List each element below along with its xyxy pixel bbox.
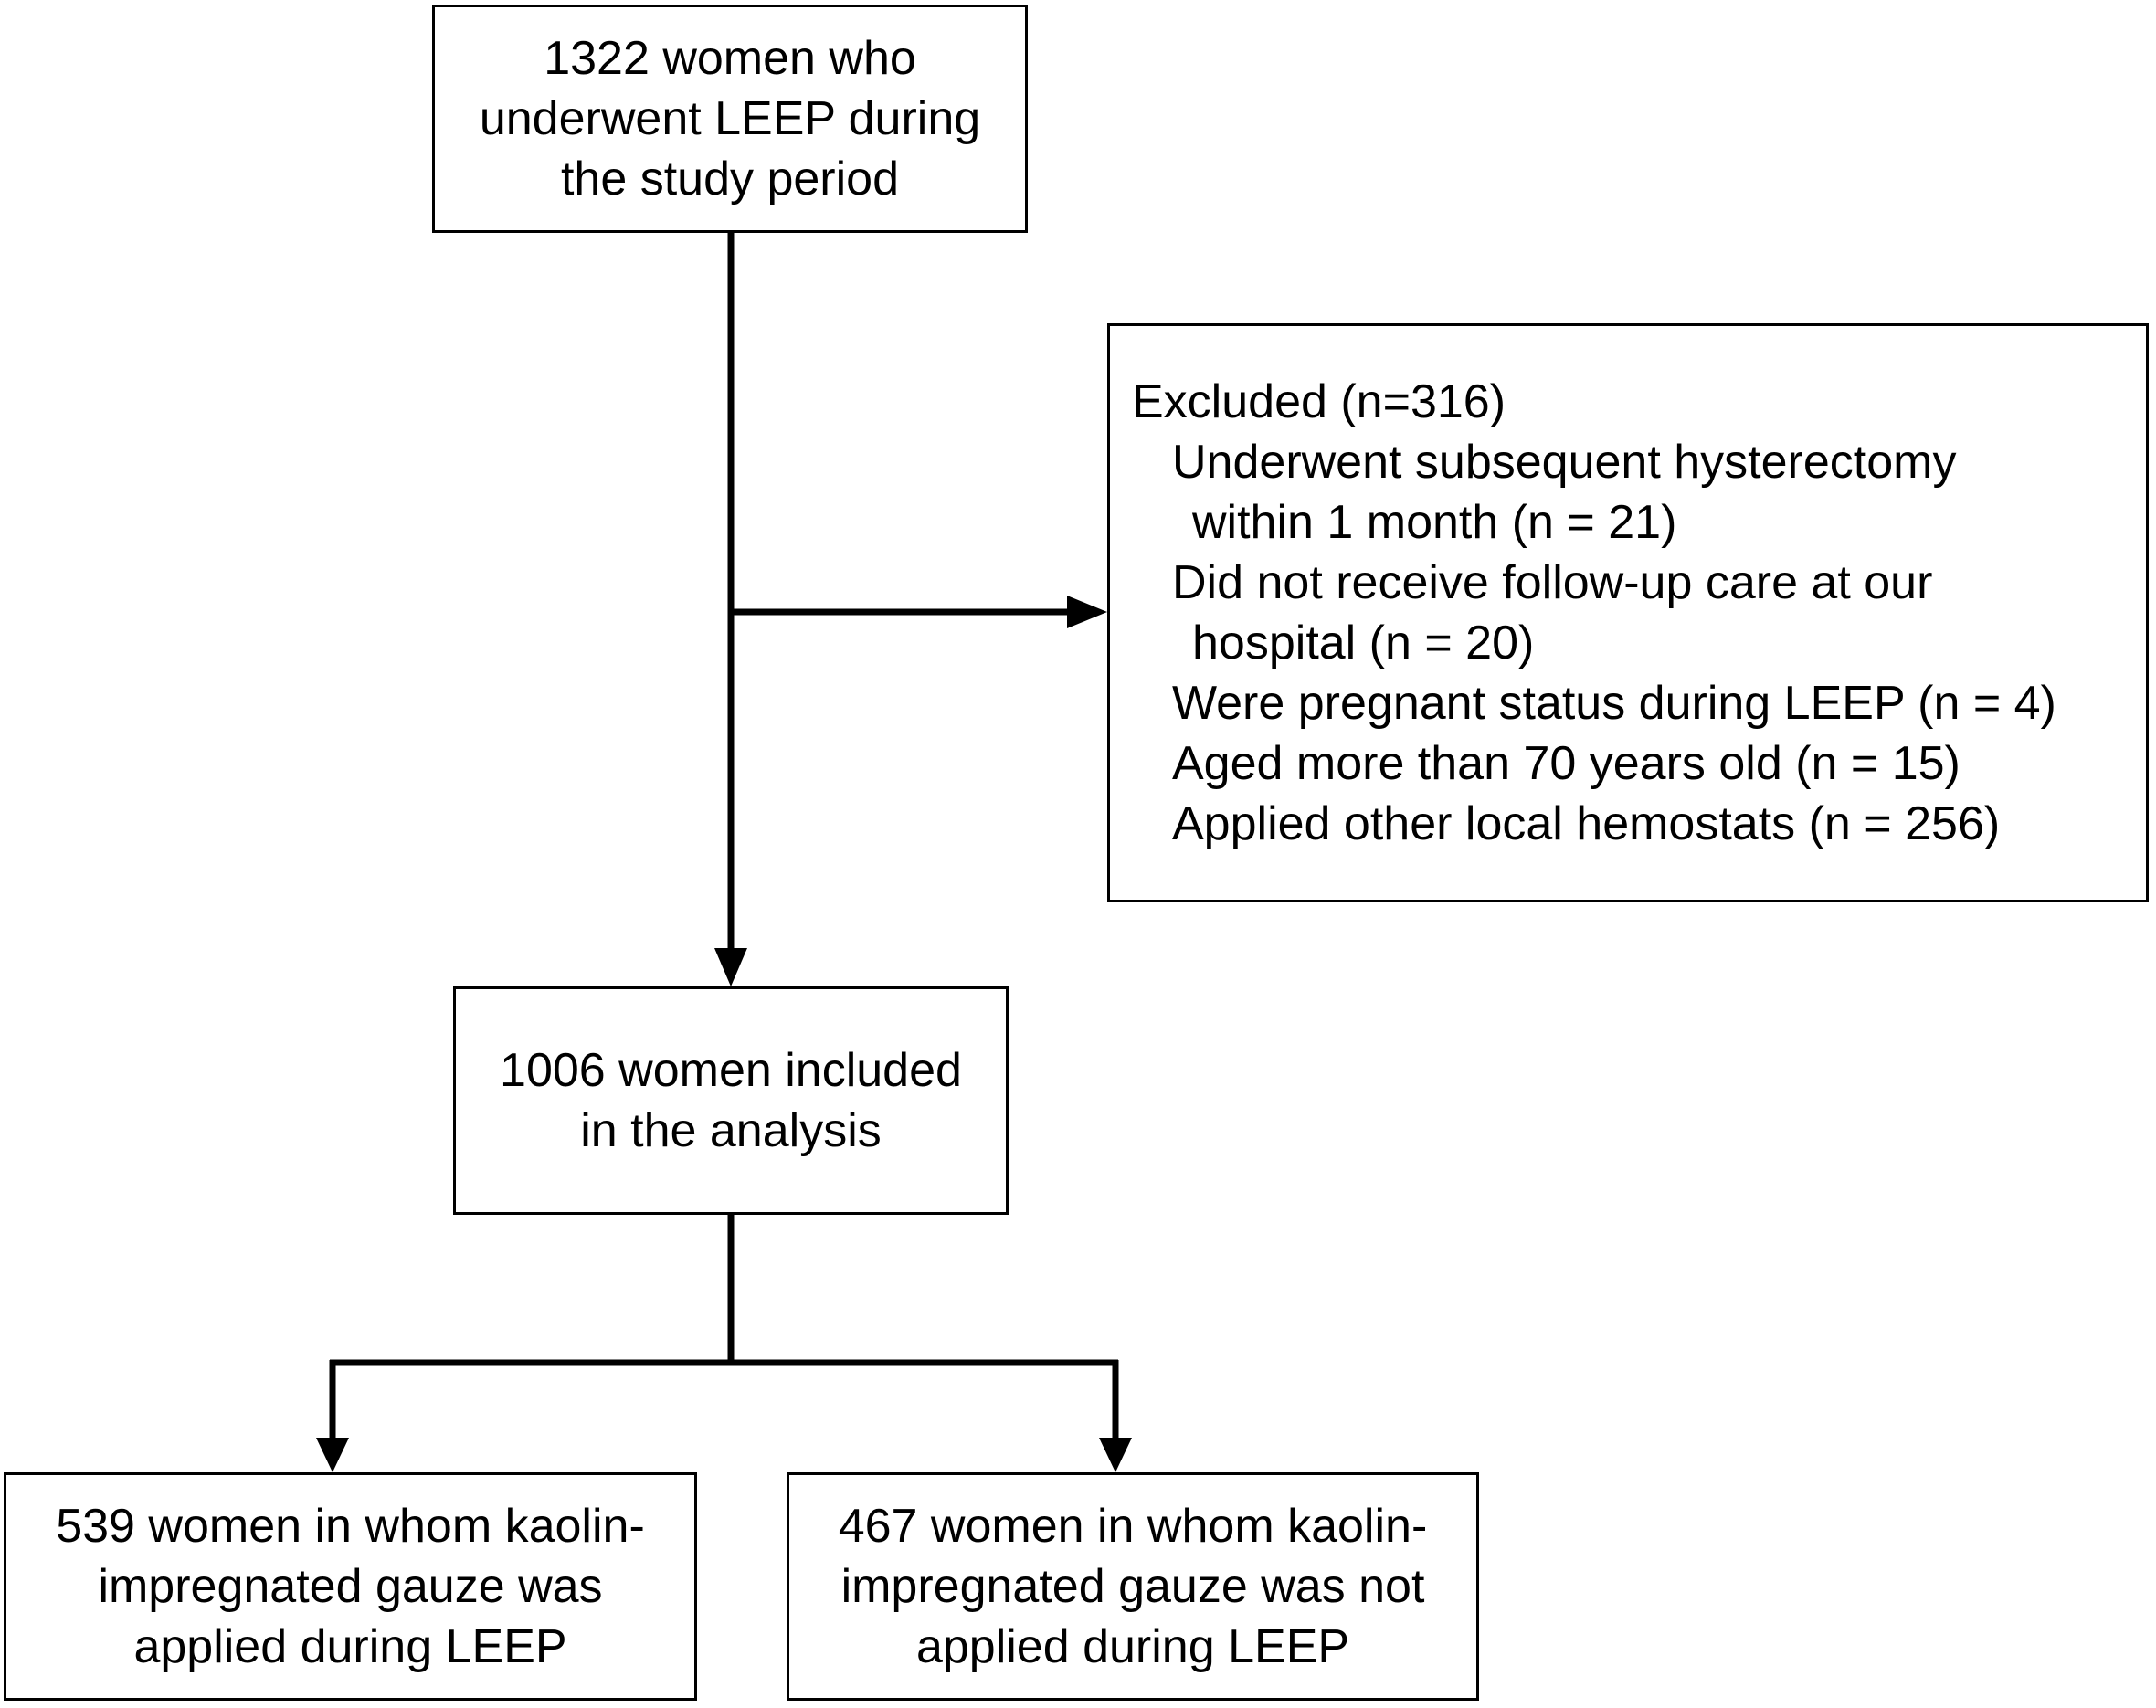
applied-group-line: applied during LEEP [133, 1620, 567, 1673]
excluded-box: Excluded (n=316) Underwent subsequent hy… [1107, 323, 2149, 902]
exclusion-reason: Aged more than 70 years old (n = 15) [1110, 733, 2146, 794]
included-line: 1006 women included [500, 1044, 962, 1097]
arrowhead-to-included [714, 948, 747, 986]
not-applied-group-line: applied during LEEP [915, 1620, 1350, 1673]
included-box: 1006 women included in the analysis [453, 986, 1009, 1215]
enrolled-box: 1322 women who underwent LEEP during the… [432, 5, 1028, 233]
exclusion-reason-line: within 1 month (n = 21) [1192, 496, 1677, 549]
included-line: in the analysis [580, 1104, 882, 1157]
arrowhead-to-right-group [1099, 1438, 1132, 1472]
excluded-title: Excluded (n=316) [1132, 375, 1506, 428]
exclusion-reason-line: hospital (n = 20) [1192, 617, 1535, 669]
exclusion-reason-line: Underwent subsequent hysterectomy [1172, 436, 1957, 489]
applied-group-line: impregnated gauze was [98, 1560, 603, 1613]
arrowhead-to-left-group [316, 1438, 349, 1472]
enrolled-line: 1322 women who [544, 32, 916, 85]
enrolled-line: the study period [560, 153, 900, 206]
exclusion-reason: Underwent subsequent hysterectomy within… [1110, 432, 2146, 553]
exclusion-reason-line: Were pregnant status during LEEP (n = 4) [1172, 677, 2056, 730]
exclusion-reason-line: Aged more than 70 years old (n = 15) [1172, 737, 1960, 790]
exclusion-reason: Applied other local hemostats (n = 256) [1110, 794, 2146, 854]
arrowhead-to-excluded [1067, 596, 1107, 628]
not-applied-group-line: 467 women in whom kaolin- [838, 1500, 1428, 1553]
exclusion-reason-line: Did not receive follow-up care at our [1172, 556, 1933, 609]
exclusion-reason-line: Applied other local hemostats (n = 256) [1172, 797, 2001, 850]
exclusion-reason: Did not receive follow-up care at our ho… [1110, 553, 2146, 673]
applied-group-line: 539 women in whom kaolin- [56, 1500, 645, 1553]
not-applied-group-line: impregnated gauze was not [840, 1560, 1425, 1613]
applied-group-box: 539 women in whom kaolin- impregnated ga… [4, 1472, 697, 1701]
exclusion-reason: Were pregnant status during LEEP (n = 4) [1110, 673, 2146, 733]
not-applied-group-box: 467 women in whom kaolin- impregnated ga… [787, 1472, 1479, 1701]
enrolled-line: underwent LEEP during [479, 92, 981, 145]
